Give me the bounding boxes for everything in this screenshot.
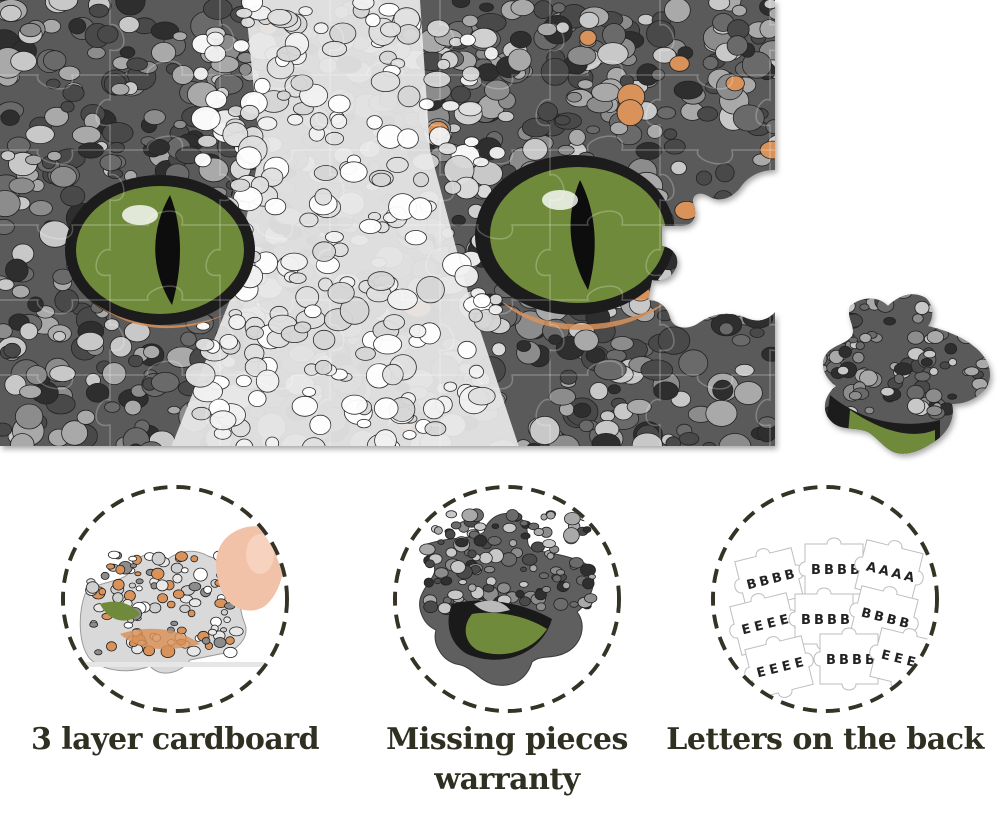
svg-text:E: E bbox=[768, 661, 780, 678]
svg-text:E: E bbox=[793, 655, 805, 672]
svg-text:B: B bbox=[865, 653, 875, 668]
svg-text:B: B bbox=[860, 606, 873, 623]
svg-text:B: B bbox=[885, 612, 898, 629]
svg-text:B: B bbox=[872, 609, 885, 626]
svg-text:E: E bbox=[917, 657, 929, 674]
svg-text:B: B bbox=[852, 653, 862, 668]
svg-text:E: E bbox=[778, 612, 790, 629]
svg-text:B: B bbox=[897, 615, 910, 632]
svg-text:B: B bbox=[783, 567, 796, 584]
svg-text:B: B bbox=[840, 613, 850, 628]
cardboard-piece-icon bbox=[61, 485, 289, 713]
feature-row: 3 layer cardboard Missing pieces warrant… bbox=[0, 470, 1000, 821]
svg-text:E: E bbox=[740, 622, 752, 639]
svg-text:E: E bbox=[880, 648, 892, 665]
feature-label: Missing pieces warranty bbox=[386, 722, 628, 797]
svg-text:E: E bbox=[892, 651, 904, 668]
svg-text:A: A bbox=[902, 569, 915, 586]
svg-text:E: E bbox=[755, 665, 767, 682]
puzzle-piece-icon bbox=[393, 485, 621, 713]
feature-cardboard: 3 layer cardboard bbox=[5, 484, 335, 814]
feature-label: 3 layer cardboard bbox=[30, 722, 320, 757]
svg-text:B: B bbox=[770, 570, 783, 587]
svg-text:B: B bbox=[758, 573, 771, 590]
svg-text:B: B bbox=[801, 613, 811, 628]
svg-text:E: E bbox=[765, 615, 777, 632]
svg-text:B: B bbox=[814, 613, 824, 628]
svg-text:B: B bbox=[827, 613, 837, 628]
svg-text:B: B bbox=[850, 563, 860, 578]
svg-text:E: E bbox=[753, 618, 765, 635]
svg-text:A: A bbox=[890, 566, 903, 583]
svg-text:A: A bbox=[877, 563, 890, 580]
feature-warranty: Missing pieces warranty bbox=[337, 484, 667, 814]
svg-text:B: B bbox=[811, 563, 821, 578]
svg-text:B: B bbox=[745, 576, 758, 593]
loose-puzzle-piece bbox=[822, 294, 991, 454]
svg-text:B: B bbox=[824, 563, 834, 578]
feature-label: Letters on the back bbox=[666, 722, 984, 757]
puzzle-hero-image bbox=[0, 0, 991, 454]
svg-text:B: B bbox=[826, 653, 836, 668]
svg-text:A: A bbox=[865, 560, 878, 577]
svg-text:B: B bbox=[837, 563, 847, 578]
svg-text:B: B bbox=[839, 653, 849, 668]
svg-text:E: E bbox=[780, 658, 792, 675]
